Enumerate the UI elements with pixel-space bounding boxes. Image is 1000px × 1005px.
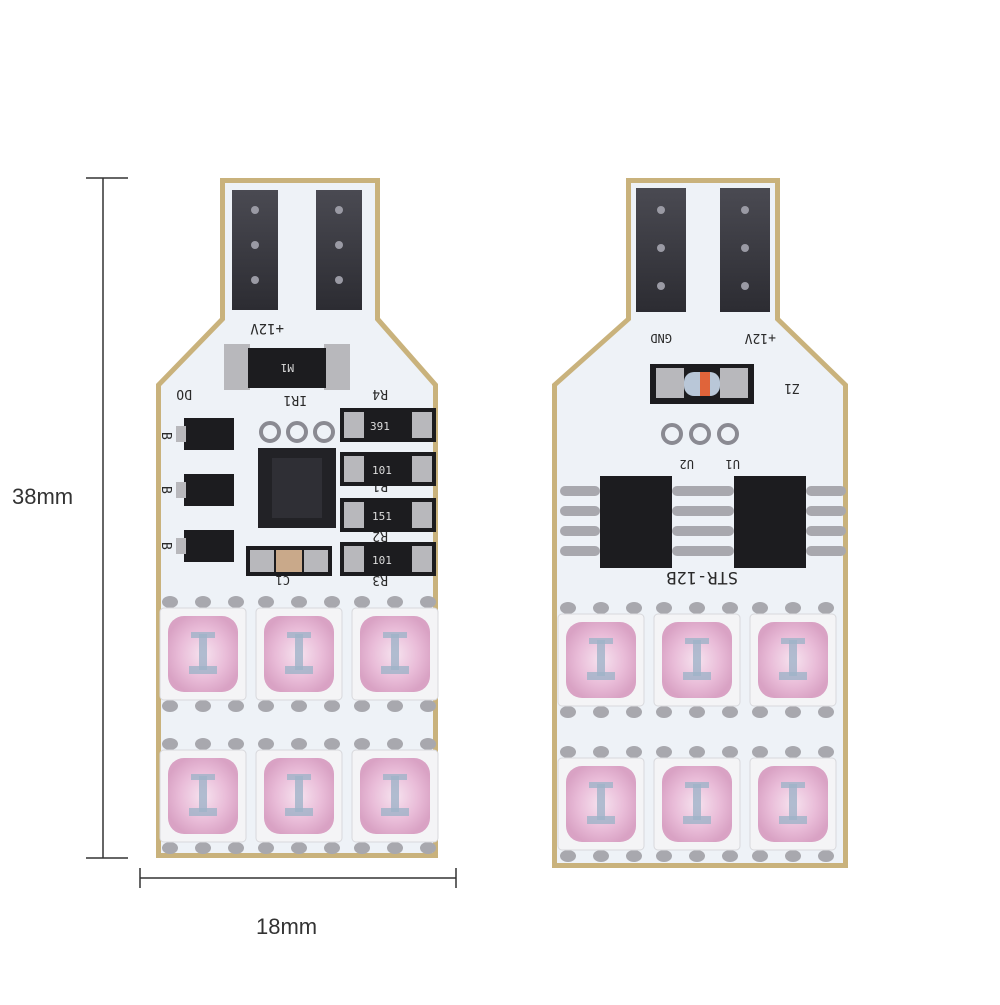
silk-ir-label: IR1 bbox=[284, 392, 307, 407]
chip-pin bbox=[560, 526, 600, 536]
height-dimension-line bbox=[86, 177, 128, 859]
chip-pin bbox=[694, 506, 734, 516]
m1-lead-right bbox=[324, 344, 350, 390]
chip-pin bbox=[806, 526, 846, 536]
resistor-r3: 101 bbox=[340, 542, 436, 576]
chip-pin bbox=[694, 546, 734, 556]
silk-b3-label: B bbox=[158, 542, 173, 550]
transistor-b2 bbox=[176, 474, 234, 506]
led-5050 bbox=[351, 738, 439, 854]
resistor-r1: 101 bbox=[340, 452, 436, 486]
right-led-array bbox=[557, 602, 837, 862]
chip-u1 bbox=[734, 476, 806, 568]
chip-pins bbox=[560, 486, 846, 556]
m1-lead-left bbox=[224, 344, 250, 390]
m1-chip-label: M1 bbox=[281, 361, 294, 374]
resistor-code-3: 151 bbox=[372, 510, 392, 523]
resistor-code-2: 101 bbox=[372, 464, 392, 477]
chip-pin bbox=[694, 526, 734, 536]
led-5050 bbox=[255, 738, 343, 854]
led-5050 bbox=[159, 738, 247, 854]
silk-u1-label: U1 bbox=[726, 457, 740, 471]
led-5050 bbox=[557, 746, 645, 862]
chip-pin bbox=[806, 546, 846, 556]
silk-c1-label: C1 bbox=[276, 573, 290, 587]
led-5050 bbox=[749, 602, 837, 718]
led-5050 bbox=[351, 596, 439, 712]
transistor-b3 bbox=[176, 530, 234, 562]
chip-pin bbox=[806, 506, 846, 516]
chip-pin bbox=[560, 546, 600, 556]
chip-u2 bbox=[600, 476, 672, 568]
resistor-code-4: 101 bbox=[372, 554, 392, 567]
chip-pin bbox=[806, 486, 846, 496]
width-dimension-line bbox=[139, 868, 457, 888]
led-5050 bbox=[653, 602, 741, 718]
diode-z1 bbox=[650, 364, 754, 404]
ir-receiver bbox=[258, 421, 336, 528]
resistor-r2: 151 bbox=[340, 498, 436, 532]
resistor-code-1: 391 bbox=[370, 420, 390, 433]
silk-b2-label: B bbox=[158, 486, 173, 494]
resistor-r4: 391 bbox=[340, 408, 436, 442]
silk-power-label: +12V bbox=[745, 330, 776, 345]
silk-power-label: +12V bbox=[250, 320, 284, 336]
led-5050 bbox=[749, 746, 837, 862]
led-5050 bbox=[557, 602, 645, 718]
right-pcb-board: GND +12V Z1 U2 U1 STR-12B bbox=[552, 178, 848, 868]
capacitor-c1 bbox=[246, 546, 332, 576]
silk-z1-label: Z1 bbox=[784, 380, 800, 395]
chip-pin bbox=[560, 506, 600, 516]
led-5050 bbox=[653, 746, 741, 862]
chip-pin bbox=[560, 486, 600, 496]
m1-chip bbox=[248, 348, 326, 388]
width-dimension-label: 18mm bbox=[256, 914, 318, 939]
silk-model-label: STR-12B bbox=[666, 567, 738, 587]
silk-b1-label: B bbox=[158, 432, 173, 440]
transistor-b1 bbox=[176, 418, 234, 450]
silk-gnd-label: GND bbox=[650, 331, 672, 345]
left-led-array bbox=[159, 596, 439, 854]
left-pcb-board: +12V DO IR1 R4 R1 R2 R3 B B B C1 M1 bbox=[156, 178, 439, 858]
led-5050 bbox=[159, 596, 247, 712]
silk-u2-label: U2 bbox=[680, 457, 694, 471]
height-dimension-label: 38mm bbox=[12, 484, 74, 509]
silk-do-label: DO bbox=[176, 386, 192, 401]
silk-r4-label: R4 bbox=[372, 386, 388, 401]
led-5050 bbox=[255, 596, 343, 712]
chip-pin bbox=[694, 486, 734, 496]
